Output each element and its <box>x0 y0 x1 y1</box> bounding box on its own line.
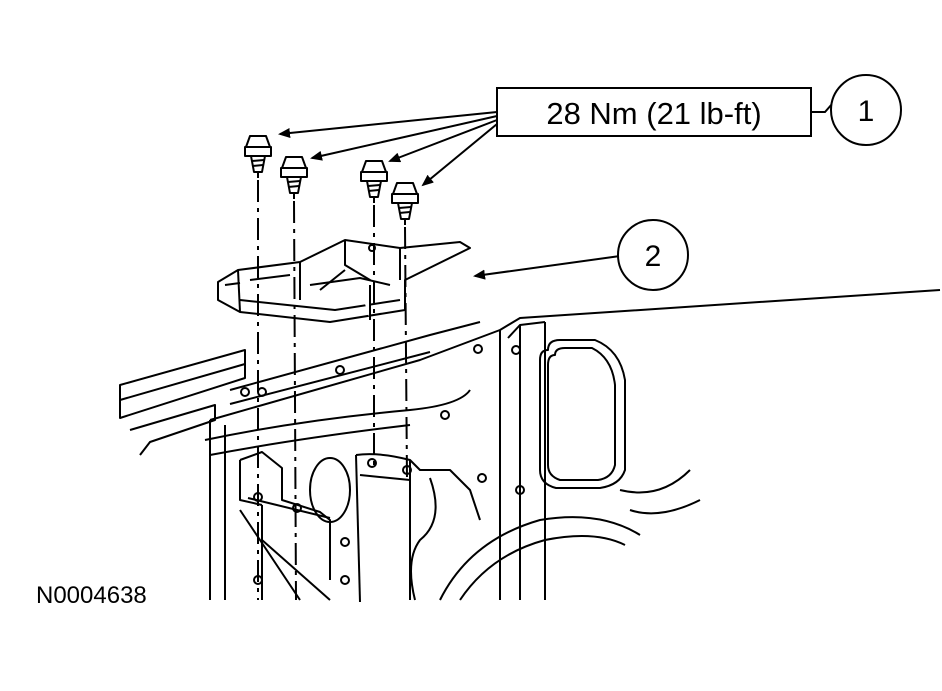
callout-1-connector <box>811 103 833 113</box>
bolts <box>244 135 419 225</box>
leader-arrow-bolt-1 <box>278 111 498 138</box>
leader-arrow-bracket <box>473 255 621 280</box>
callout-2: 2 <box>617 219 689 291</box>
leader-arrow-bolt-3 <box>388 119 498 163</box>
alignment-lines <box>257 180 408 601</box>
callout-1-number: 1 <box>858 95 875 128</box>
callout-2-number: 2 <box>645 240 662 273</box>
torque-spec-box: 28 Nm (21 lb-ft) <box>496 87 812 137</box>
figure-id-label: N0004638 <box>36 582 147 609</box>
torque-spec-label: 28 Nm (21 lb-ft) <box>546 96 761 131</box>
bolt-4 <box>391 182 419 225</box>
vehicle-body-structure <box>119 289 941 603</box>
bolt-1 <box>244 135 272 178</box>
callout-1: 1 <box>830 74 902 146</box>
leader-lines <box>278 103 833 280</box>
bolt-3 <box>360 160 388 203</box>
bracket <box>217 239 471 323</box>
leader-arrow-bolt-2 <box>310 115 498 161</box>
bolt-2 <box>280 156 308 199</box>
leader-arrow-bolt-4 <box>421 123 498 187</box>
